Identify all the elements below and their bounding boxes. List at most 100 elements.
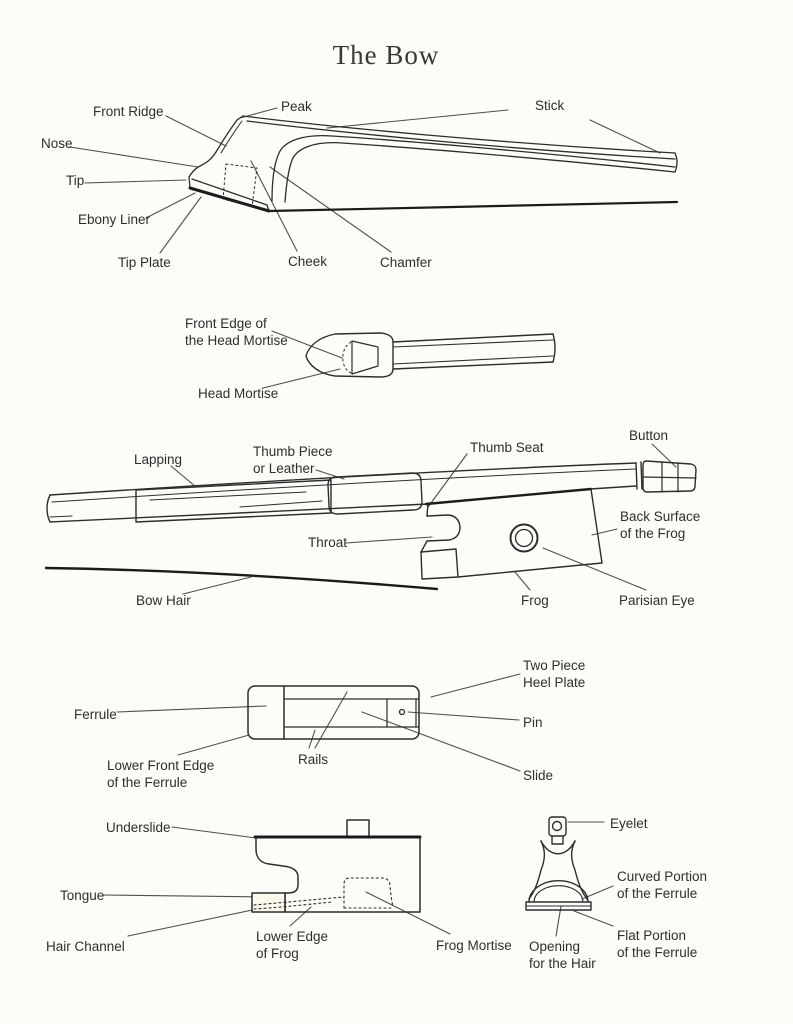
leader-lower-edge-of-frog <box>289 906 312 927</box>
leader-bow-hair <box>182 576 252 595</box>
label-head-mortise-line: Head Mortise <box>198 386 279 401</box>
label-button-line: Button <box>629 428 669 443</box>
label-two-piece-heel-plate-line: Two Piece <box>523 658 586 673</box>
label-thumb-piece-or-leather-line: Thumb Piece <box>253 444 333 459</box>
leader-stick-left <box>326 109 509 129</box>
head-mortise-top-view <box>305 332 556 378</box>
leader-button <box>651 443 677 468</box>
leader-back-surface <box>591 528 618 536</box>
label-thumb-piece-or-leather-line: or Leather <box>253 461 315 476</box>
leader-throat <box>345 536 433 544</box>
leader-thumb-seat <box>427 453 468 508</box>
label-chamfer: Chamfer <box>380 254 432 271</box>
label-underslide-line: Underslide <box>106 820 171 835</box>
label-curved-portion-of-ferrule: Curved Portion of the Ferrule <box>617 868 707 902</box>
leader-tongue <box>102 894 268 898</box>
frog-profile-view <box>251 819 422 913</box>
label-front-edge-of-head-mortise-line: Front Edge of <box>185 316 267 331</box>
label-lower-edge-of-frog: Lower Edge of Frog <box>256 928 328 962</box>
label-parisian-eye-line: Parisian Eye <box>619 593 695 608</box>
label-thumb-seat-line: Thumb Seat <box>470 440 544 455</box>
leader-parisian-eye <box>542 547 647 591</box>
label-curved-portion-of-ferrule-line: Curved Portion <box>617 869 708 884</box>
frog-front-view <box>525 816 592 911</box>
leader-stick-right <box>589 119 661 154</box>
label-peak-line: Peak <box>281 99 312 114</box>
leader-cheek <box>250 160 298 252</box>
label-hair-channel: Hair Channel <box>46 938 125 955</box>
leader-tip <box>84 179 187 184</box>
leader-ferrule <box>116 705 267 713</box>
leader-heel-plate <box>430 673 521 698</box>
label-pin: Pin <box>523 714 543 731</box>
bow-head-side-view <box>188 115 679 213</box>
label-frog: Frog <box>521 592 549 609</box>
label-ebony-liner: Ebony Liner <box>78 211 150 228</box>
label-tip-line: Tip <box>66 173 85 188</box>
leader-lapping <box>170 465 197 488</box>
label-slide: Slide <box>523 767 553 784</box>
label-lapping: Lapping <box>134 451 182 468</box>
label-ferrule: Ferrule <box>74 706 117 723</box>
label-stick: Stick <box>535 97 564 114</box>
label-curved-portion-of-ferrule-line: of the Ferrule <box>617 886 698 901</box>
label-lower-front-edge-of-ferrule-line: Lower Front Edge <box>107 758 215 773</box>
label-eyelet-line: Eyelet <box>610 816 648 831</box>
label-cheek-line: Cheek <box>288 254 328 269</box>
leader-flat-portion <box>573 910 614 927</box>
label-front-ridge: Front Ridge <box>93 103 164 120</box>
label-ebony-liner-line: Ebony Liner <box>78 212 151 227</box>
label-tip-plate: Tip Plate <box>118 254 171 271</box>
label-tip-plate-line: Tip Plate <box>118 255 171 270</box>
label-lapping-line: Lapping <box>134 452 183 467</box>
label-chamfer-line: Chamfer <box>380 255 432 270</box>
leader-underslide <box>171 826 257 839</box>
leader-tip-plate <box>159 196 202 254</box>
label-eyelet: Eyelet <box>610 815 648 832</box>
label-bow-hair: Bow Hair <box>136 592 191 609</box>
leader-ebony-liner <box>145 192 196 219</box>
leader-nose <box>69 146 199 168</box>
label-front-ridge-line: Front Ridge <box>93 104 164 119</box>
label-throat-line: Throat <box>308 535 348 550</box>
label-opening-for-the-hair: Opening for the Hair <box>529 938 596 972</box>
label-back-surface-of-frog-line: of the Frog <box>620 526 686 541</box>
label-cheek: Cheek <box>288 253 327 270</box>
label-nose: Nose <box>41 135 73 152</box>
label-underslide: Underslide <box>106 819 171 836</box>
label-lower-edge-of-frog-line: of Frog <box>256 946 299 961</box>
label-button: Button <box>629 427 668 444</box>
label-tongue-line: Tongue <box>60 888 105 903</box>
label-front-edge-of-head-mortise-line: the Head Mortise <box>185 333 288 348</box>
label-nose-line: Nose <box>41 136 73 151</box>
label-flat-portion-of-ferrule-line: Flat Portion <box>617 928 687 943</box>
label-frog-mortise-line: Frog Mortise <box>436 938 512 953</box>
label-bow-hair-line: Bow Hair <box>136 593 191 608</box>
label-thumb-seat: Thumb Seat <box>470 439 544 456</box>
label-peak: Peak <box>281 98 312 115</box>
label-front-edge-of-head-mortise: Front Edge of the Head Mortise <box>185 315 288 349</box>
label-back-surface-of-frog-line: Back Surface <box>620 509 701 524</box>
label-ferrule-line: Ferrule <box>74 707 117 722</box>
leader-lines <box>69 107 677 937</box>
label-opening-for-the-hair-line: Opening <box>529 939 581 954</box>
label-opening-for-the-hair-line: for the Hair <box>529 956 596 971</box>
leader-head-mortise <box>262 368 341 389</box>
leader-frog <box>514 571 531 591</box>
leader-lower-front-edge <box>177 734 250 756</box>
leader-pin <box>407 711 520 721</box>
label-lower-edge-of-frog-line: Lower Edge <box>256 929 329 944</box>
leader-front-ridge <box>165 115 227 147</box>
label-frog-mortise: Frog Mortise <box>436 937 512 954</box>
page-title: The Bow <box>332 40 440 70</box>
frog-bottom-view <box>247 685 420 740</box>
label-rails-line: Rails <box>298 752 329 767</box>
label-back-surface-of-frog: Back Surface of the Frog <box>620 508 700 542</box>
label-pin-line: Pin <box>523 715 543 730</box>
label-stick-line: Stick <box>535 98 565 113</box>
label-tip: Tip <box>66 172 84 189</box>
